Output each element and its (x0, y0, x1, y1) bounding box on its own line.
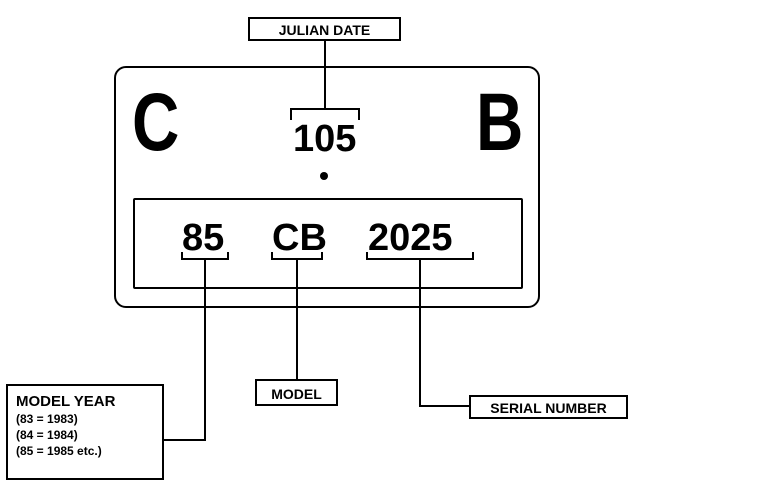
model-year-leader (163, 259, 206, 441)
serial-number-value: 2025 (368, 217, 453, 259)
model-year-line: (83 = 1983) (16, 412, 78, 426)
model-year-title: MODEL YEAR (16, 393, 116, 410)
serial-number-label: SERIAL NUMBER (490, 400, 607, 416)
model-value: CB (272, 217, 327, 259)
model-year-line: (84 = 1984) (16, 428, 78, 442)
julian-date-value: 105 (293, 118, 357, 160)
plate-right-letter: B (476, 77, 524, 168)
identification-plate (114, 66, 540, 308)
model-year-callout: MODEL YEAR (83 = 1983) (84 = 1984) (85 =… (6, 384, 164, 480)
serial-number-callout: SERIAL NUMBER (469, 395, 628, 419)
plate-left-letter: C (132, 77, 180, 168)
model-year-value: 85 (182, 217, 225, 259)
model-label: MODEL (271, 386, 322, 402)
plate-inner-panel (133, 198, 523, 289)
model-year-line: (85 = 1985 etc.) (16, 444, 102, 458)
model-callout: MODEL (255, 379, 338, 406)
julian-date-label: JULIAN DATE (278, 22, 371, 38)
julian-date-callout: JULIAN DATE (248, 17, 401, 41)
plate-dot (320, 172, 328, 180)
serial-leader (419, 259, 470, 407)
